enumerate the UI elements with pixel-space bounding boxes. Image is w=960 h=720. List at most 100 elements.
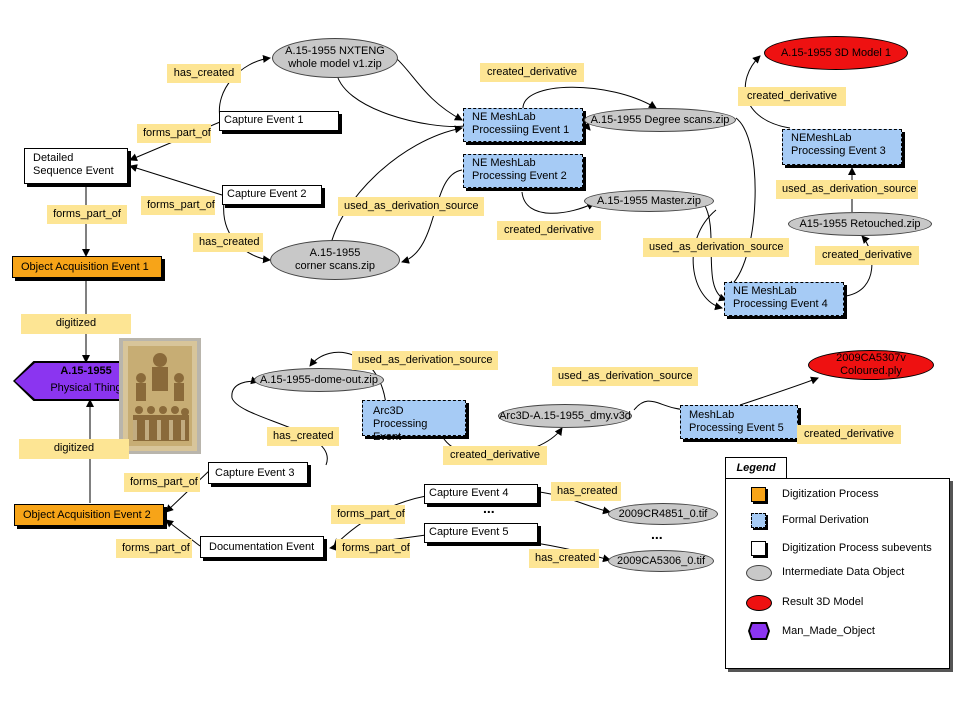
node-label-line-2: Processing Event 2	[472, 170, 567, 182]
capture-event-2[interactable]: Capture Event 2	[222, 185, 322, 205]
node-label-line-2: Processing Event	[373, 418, 428, 443]
edge-label-created-derivative: created_derivative	[738, 87, 846, 106]
detailed-sequence-event[interactable]: Detailed Sequence Event	[24, 148, 128, 184]
physical-thing-type: Physical Thing	[50, 382, 122, 394]
ellipsis-tif: ...	[651, 526, 663, 542]
capture-event-4[interactable]: Capture Event 4	[424, 484, 538, 504]
capture-event-3[interactable]: Capture Event 3	[208, 462, 308, 484]
meshlab-processing-event-5[interactable]: MeshLab Processing Event 5	[680, 405, 798, 439]
node-label-line-2: Processing Event 3	[791, 145, 886, 157]
edge-label-created-derivative: created_derivative	[815, 246, 919, 265]
node-label: 2009CA5306_0.tif	[616, 554, 706, 567]
ivory-panel-image	[119, 338, 201, 454]
node-label-line-1: Detailed	[33, 152, 74, 164]
edge-master-to-ne4	[703, 203, 727, 302]
node-label-line-2: Processing Event 4	[733, 298, 828, 310]
node-label-line-2: whole model v1.zip	[288, 58, 382, 70]
node-label-line-1: A.15-1955	[309, 247, 361, 259]
physical-thing-id: A.15-1955	[60, 365, 112, 377]
data-object-cr4851[interactable]: 2009CR4851_0.tif	[608, 503, 718, 525]
edge-label-has-created: has_created	[193, 233, 263, 252]
edge-label-used-as-derivation-source: used_as_derivation_source	[552, 367, 698, 386]
edge-ne2-to-corner	[401, 169, 463, 264]
physical-thing-label: A.15-1955 Physical Thing	[15, 365, 157, 399]
node-label: Object Acquisition Event 1	[21, 261, 149, 273]
ne-meshlab-processing-event-4[interactable]: NE MeshLab Processing Event 4	[724, 282, 844, 316]
node-label-line-1: NE MeshLab	[472, 157, 536, 169]
data-object-retouched[interactable]: A15-1955 Retouched.zip	[788, 212, 932, 236]
legend-label: Man_Made_Object	[782, 625, 875, 637]
node-label-line-2: Coloured.ply	[840, 365, 902, 377]
documentation-event[interactable]: Documentation Event	[200, 536, 324, 558]
node-label: Capture Event 5	[429, 526, 509, 538]
edge-label-used-as-derivation-source: used_as_derivation_source	[338, 197, 484, 216]
edge-label-digitized: digitized	[21, 314, 131, 334]
ne-meshlab-processing-event-1[interactable]: NE MeshLab Processiing Event 1	[463, 108, 583, 142]
edge-label-forms-part-of: forms_part_of	[336, 539, 410, 558]
edge-ne2-to-master	[521, 191, 595, 214]
edge-doc-to-oae2	[165, 519, 201, 547]
arc3d-processing-event[interactable]: Arc3D Processing Event	[362, 400, 466, 443]
edge-ce2-to-dse	[129, 164, 223, 196]
orange-square-icon	[751, 487, 766, 502]
edge-master-to-ne4b	[692, 209, 723, 311]
data-object-dome-out[interactable]: A.15-1955-dome-out.zip	[254, 368, 384, 392]
edge-label-digitized: digitized	[19, 439, 129, 459]
legend-label: Formal Derivation	[782, 514, 869, 526]
data-object-master[interactable]: A.15-1955 Master.zip	[584, 190, 714, 212]
edge-label-forms-part-of: forms_part_of	[47, 205, 127, 224]
node-label: A.15-1955 Master.zip	[597, 194, 701, 207]
data-object-ca5306[interactable]: 2009CA5306_0.tif	[608, 550, 714, 572]
edge-label-forms-part-of: forms_part_of	[141, 196, 215, 215]
node-label: A15-1955 Retouched.zip	[799, 217, 921, 230]
edge-degree-to-ne2	[582, 122, 591, 131]
node-label-line-1: NEMeshLab	[791, 132, 852, 144]
node-label-line-1: 2009CA5307v	[836, 352, 906, 364]
white-square-icon	[751, 541, 766, 556]
result-3d-model-1[interactable]: A.15-1955 3D Model 1	[764, 36, 908, 70]
node-label-line-2: corner scans.zip	[294, 260, 376, 272]
node-label: 2009CR4851_0.tif	[618, 507, 708, 520]
edge-label-created-derivative: created_derivative	[480, 63, 584, 82]
red-ellipse-icon	[746, 595, 772, 611]
node-label: Capture Event 3	[215, 467, 295, 479]
object-acquisition-event-2[interactable]: Object Acquisition Event 2	[14, 504, 164, 526]
node-label: Capture Event 1	[224, 114, 304, 126]
ellipsis-capture: ...	[483, 500, 495, 516]
legend-label: Intermediate Data Object	[782, 566, 905, 578]
node-label: Documentation Event	[209, 541, 315, 553]
edge-label-forms-part-of: forms_part_of	[116, 539, 192, 558]
node-label-line-2: Processing Event 5	[689, 422, 784, 434]
grey-ellipse-icon	[746, 565, 772, 581]
node-label-line-1: NE MeshLab	[733, 285, 797, 297]
edge-label-forms-part-of: forms_part_of	[137, 124, 211, 143]
node-label-line-1: Arc3D	[373, 405, 404, 417]
edge-label-has-created: has_created	[551, 482, 621, 501]
object-acquisition-event-1[interactable]: Object Acquisition Event 1	[12, 256, 162, 278]
node-label: Capture Event 2	[227, 188, 307, 200]
node-label-line-1: A.15-1955 NXTENG	[285, 45, 385, 57]
edge-ne1-to-degree	[522, 86, 657, 111]
edge-ne4-to-retouched	[845, 235, 873, 297]
edge-corner-to-ne1	[329, 125, 463, 249]
edge-ne1-to-nxteng	[332, 69, 466, 127]
data-object-degree-scans[interactable]: A.15-1955 Degree scans.zip	[584, 108, 736, 132]
legend-label: Result 3D Model	[782, 596, 864, 608]
ne-meshlab-processing-event-2[interactable]: NE MeshLab Processing Event 2	[463, 154, 583, 188]
ne-meshlab-processing-event-3[interactable]: NEMeshLab Processing Event 3	[782, 129, 902, 165]
edge-label-has-created: has_created	[529, 549, 599, 568]
capture-event-5[interactable]: Capture Event 5	[424, 523, 538, 543]
node-label: A.15-1955 3D Model 1	[780, 46, 892, 59]
edge-ce3-to-dome	[231, 376, 328, 466]
node-label: Capture Event 4	[429, 487, 509, 499]
purple-hexagon-fill	[750, 624, 768, 638]
node-label-line-2: Processiing Event 1	[472, 124, 570, 136]
data-object-arc3d-dmy[interactable]: Arc3D-A.15-1955_dmy.v3d	[498, 404, 632, 428]
edge-label-used-as-derivation-source: used_as_derivation_source	[352, 351, 498, 370]
edge-label-used-as-derivation-source: used_as_derivation_source	[643, 238, 789, 257]
capture-event-1[interactable]: Capture Event 1	[219, 111, 339, 131]
